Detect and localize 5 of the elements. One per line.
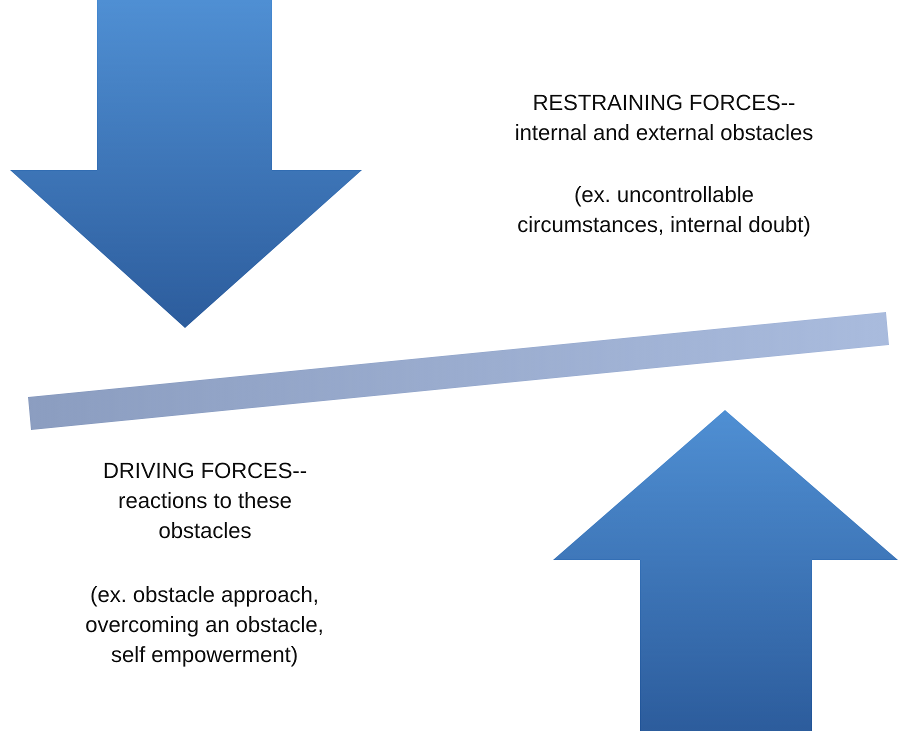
- example-text: (ex. uncontrollable circumstances, internal doubt): [516, 181, 812, 239]
- example-text: (ex. obstacle approach, overcoming an obstacle, self empowerment): [84, 581, 325, 669]
- force-heading: RESTRAINING FORCES-- internal and external obstacles: [514, 89, 814, 147]
- force-heading: DRIVING FORCES-- reactions to these obstacles: [102, 457, 308, 545]
- balance-bar: [28, 312, 889, 430]
